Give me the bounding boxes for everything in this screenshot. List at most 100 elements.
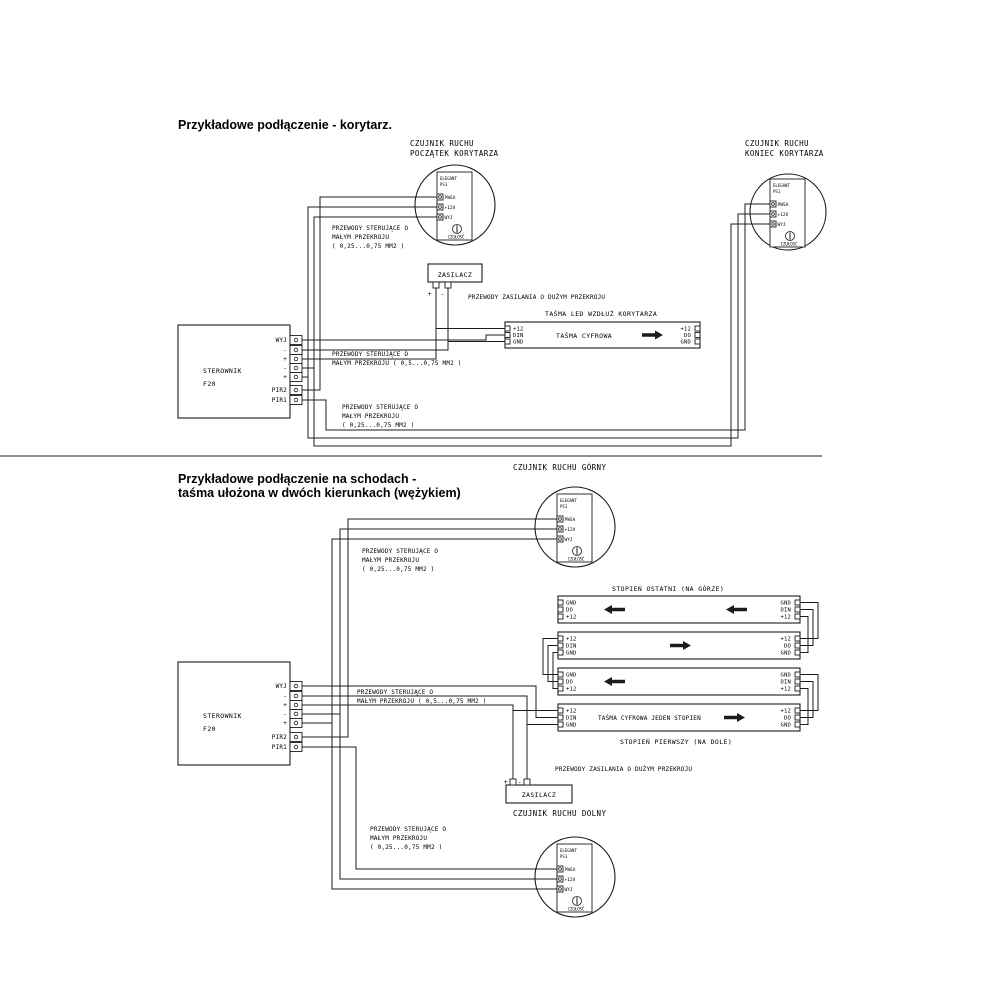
wire bbox=[800, 616, 809, 653]
sensor-pot-label: CZUŁOŚĆ bbox=[781, 242, 798, 247]
controller-pin-label: - bbox=[283, 693, 287, 700]
strip-pin-label: GND bbox=[780, 651, 791, 657]
psu-terminals-corridor bbox=[432, 281, 452, 289]
controller-pin-label: - bbox=[283, 347, 287, 354]
note-sensor-top: ( 0,25...0,75 MM2 ) bbox=[362, 566, 434, 573]
controller-pin-label: - bbox=[283, 365, 287, 372]
sensor-pin-label: WYJ bbox=[778, 222, 786, 228]
controller-terminals-corridor bbox=[289, 335, 303, 405]
strip-pin-label: GND bbox=[780, 723, 791, 729]
note-sensor-start: MAŁYM PRZEKROJU bbox=[332, 234, 389, 241]
psu-box-stairs bbox=[505, 784, 573, 804]
psu-plus-sign: + bbox=[428, 290, 432, 298]
wire bbox=[302, 328, 437, 360]
controller-pin-label: PIR2 bbox=[272, 734, 287, 741]
note-sensor-bottom: PRZEWODY STERUJĄCE O bbox=[370, 826, 446, 833]
controller-pin-label: PIR1 bbox=[272, 397, 287, 404]
strip-pin-label: DIN bbox=[513, 333, 524, 339]
sensitivity-pot-icon bbox=[785, 231, 795, 241]
motion-sensor-start-module: ELEGANT PS1 PWSA +12V WYJ CZUŁOŚĆ bbox=[436, 171, 473, 241]
wire bbox=[552, 652, 558, 689]
note-sensor-bottom: ( 0,25...0,75 MM2 ) bbox=[370, 844, 442, 851]
controller-model: F20 bbox=[203, 380, 216, 388]
wire bbox=[542, 638, 558, 675]
wire bbox=[302, 216, 437, 369]
note-sensor-bottom: MAŁYM PRZEKROJU bbox=[370, 835, 427, 842]
wire bbox=[302, 695, 528, 779]
sensor-model: PS1 bbox=[560, 854, 568, 859]
data-flow-arrows bbox=[604, 330, 747, 722]
strip-pin-label: +12 bbox=[780, 709, 791, 715]
psu-label-stairs: ZASILACZ bbox=[522, 791, 557, 799]
strip-pin-label: GND bbox=[513, 340, 524, 346]
controller-pin-label: + bbox=[283, 356, 287, 363]
sensor-brand: ELEGANT bbox=[560, 848, 577, 853]
strip-terminals bbox=[504, 325, 801, 728]
wiring-corridor bbox=[302, 196, 770, 447]
note-sensor-start: PRZEWODY STERUJĄCE O bbox=[332, 225, 408, 232]
stairs-section-title: Przykładowe podłączenie na schodach - bbox=[178, 472, 416, 486]
note-pir-wires: PRZEWODY STERUJĄCE O bbox=[342, 404, 418, 411]
wire bbox=[302, 528, 557, 715]
strip-pin-label: DO bbox=[784, 644, 791, 650]
wire bbox=[302, 203, 770, 431]
wire bbox=[302, 746, 557, 870]
note-pir-wires: MAŁYM PRZEKROJU bbox=[342, 413, 399, 420]
wire bbox=[302, 518, 557, 738]
sensor-brand: ELEGANT bbox=[560, 498, 577, 503]
psu-box-corridor bbox=[427, 263, 483, 283]
wire bbox=[302, 196, 437, 391]
psu-minus-sign: - bbox=[441, 290, 445, 298]
wire bbox=[302, 685, 558, 718]
strip-pin-label: +12 bbox=[513, 327, 524, 333]
strip-pin-label: +12 bbox=[566, 709, 577, 715]
sensitivity-pot-icon bbox=[572, 546, 582, 556]
sensor-pot-label: CZUŁOŚĆ bbox=[568, 557, 585, 562]
led-strip-c bbox=[557, 667, 801, 696]
arrow-right-icon bbox=[670, 641, 691, 650]
sensor-pin-label: +12V bbox=[565, 877, 576, 883]
motion-sensor-bottom-module: ELEGANT PS1 PWSA +12V WYJ CZUŁOŚĆ bbox=[556, 843, 593, 913]
corridor-section-title: Przykładowe podłączenie - korytarz. bbox=[178, 118, 392, 132]
strip-name-corridor: TAŚMA CYFROWA bbox=[556, 331, 612, 340]
led-strip-a bbox=[557, 595, 801, 624]
psu-plus-sign: + bbox=[504, 778, 508, 786]
wire bbox=[800, 609, 814, 646]
sensor-pin-label: WYJ bbox=[565, 887, 573, 893]
strip-pin-label: +12 bbox=[780, 687, 791, 693]
note-sensor-start: ( 0,25...0,75 MM2 ) bbox=[332, 243, 404, 250]
sensor-brand: ELEGANT bbox=[773, 183, 790, 188]
psu-terminals-stairs bbox=[509, 778, 531, 786]
strip-pin-label: DO bbox=[684, 333, 691, 339]
strip-name-stairs: TAŚMA CYFROWA JEDEN STOPIEŃ bbox=[598, 715, 701, 722]
sensitivity-pot-icon bbox=[452, 224, 462, 234]
sensor-model: PS1 bbox=[440, 182, 448, 187]
psu-minus-sign: - bbox=[518, 778, 522, 786]
terminal bbox=[289, 681, 303, 752]
wire bbox=[302, 206, 437, 378]
sensor-pin-label: PWSA bbox=[778, 202, 789, 208]
wire bbox=[339, 714, 557, 880]
sensitivity-pot-icon bbox=[572, 896, 582, 906]
sensor-pot-label: CZUŁOŚĆ bbox=[568, 907, 585, 912]
motion-sensor-top-module: ELEGANT PS1 PWSA +12V WYJ CZUŁOŚĆ bbox=[556, 493, 593, 563]
wire bbox=[313, 223, 770, 447]
sensor-pin-label: +12V bbox=[778, 212, 789, 218]
motion-sensor-end-module: ELEGANT PS1 PWSA +12V WYJ CZUŁOŚĆ bbox=[769, 178, 806, 248]
stairs-section-title: taśma ułożona w dwóch kierunkach (wężyki… bbox=[178, 486, 461, 500]
strip-pin-label: DIN bbox=[566, 716, 577, 722]
strip-pin-label: +12 bbox=[566, 615, 577, 621]
wire bbox=[800, 681, 814, 718]
strip-pin-label: DIN bbox=[780, 680, 791, 686]
arrow-left-icon bbox=[726, 605, 747, 614]
controller-name: STEROWNIK bbox=[203, 712, 242, 720]
wire bbox=[302, 334, 505, 341]
wiring-stairs bbox=[302, 518, 819, 890]
controller-pin-label: - bbox=[283, 711, 287, 718]
strip-pin-label: GND bbox=[566, 601, 577, 607]
led-note: TAŚMA LED WZDŁUŻ KORYTARZA bbox=[545, 309, 657, 318]
component-bodies bbox=[177, 164, 827, 918]
sensor-end-label: CZUJNIK RUCHU bbox=[745, 139, 809, 148]
controller-pin-label: PIR1 bbox=[272, 744, 287, 751]
